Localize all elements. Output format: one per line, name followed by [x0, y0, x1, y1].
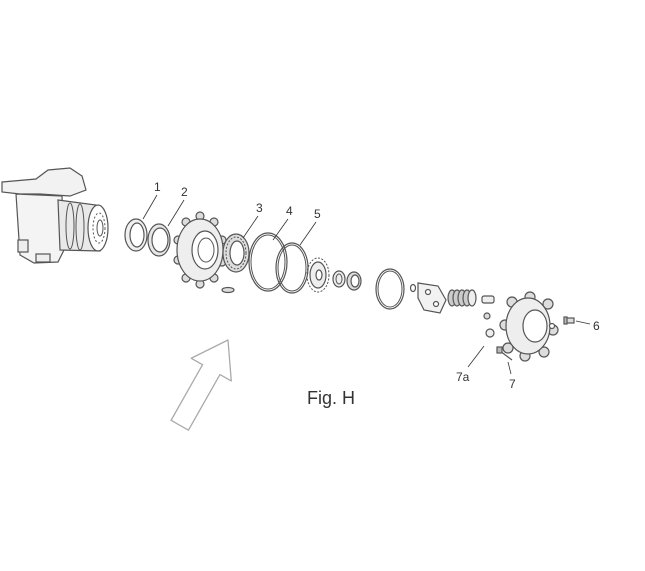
assembly-direction-arrow [170, 339, 232, 431]
leader-lines [142, 194, 591, 375]
callout-2: 2 [181, 185, 188, 199]
callout-3: 3 [256, 201, 263, 215]
figure-caption: Fig. H [307, 388, 355, 408]
pin [221, 286, 235, 294]
small-rings [332, 270, 362, 291]
o-ring [409, 283, 417, 293]
small-fittings [481, 295, 495, 338]
ring-part-4 [248, 232, 288, 292]
snap-ring [375, 268, 405, 310]
callout-5: 5 [314, 207, 321, 221]
seal-ring-part-2 [147, 223, 171, 257]
retaining-plate [417, 282, 447, 314]
callout-4: 4 [286, 204, 293, 218]
seal-ring-part-1 [124, 218, 148, 252]
bolt-part-7 [496, 346, 513, 361]
bearing-part-3 [222, 233, 250, 273]
end-cover [499, 291, 559, 362]
callout-6: 6 [593, 319, 600, 333]
callout-7a: 7a [456, 370, 470, 384]
callout-1: 1 [154, 180, 161, 194]
ring-part-5 [275, 242, 309, 294]
steering-knuckle [1, 167, 109, 264]
bolt-part-6 [563, 316, 575, 325]
wheel-hub [173, 211, 227, 289]
callout-7: 7 [509, 377, 516, 391]
sun-gear [306, 257, 330, 293]
spring [447, 289, 477, 307]
